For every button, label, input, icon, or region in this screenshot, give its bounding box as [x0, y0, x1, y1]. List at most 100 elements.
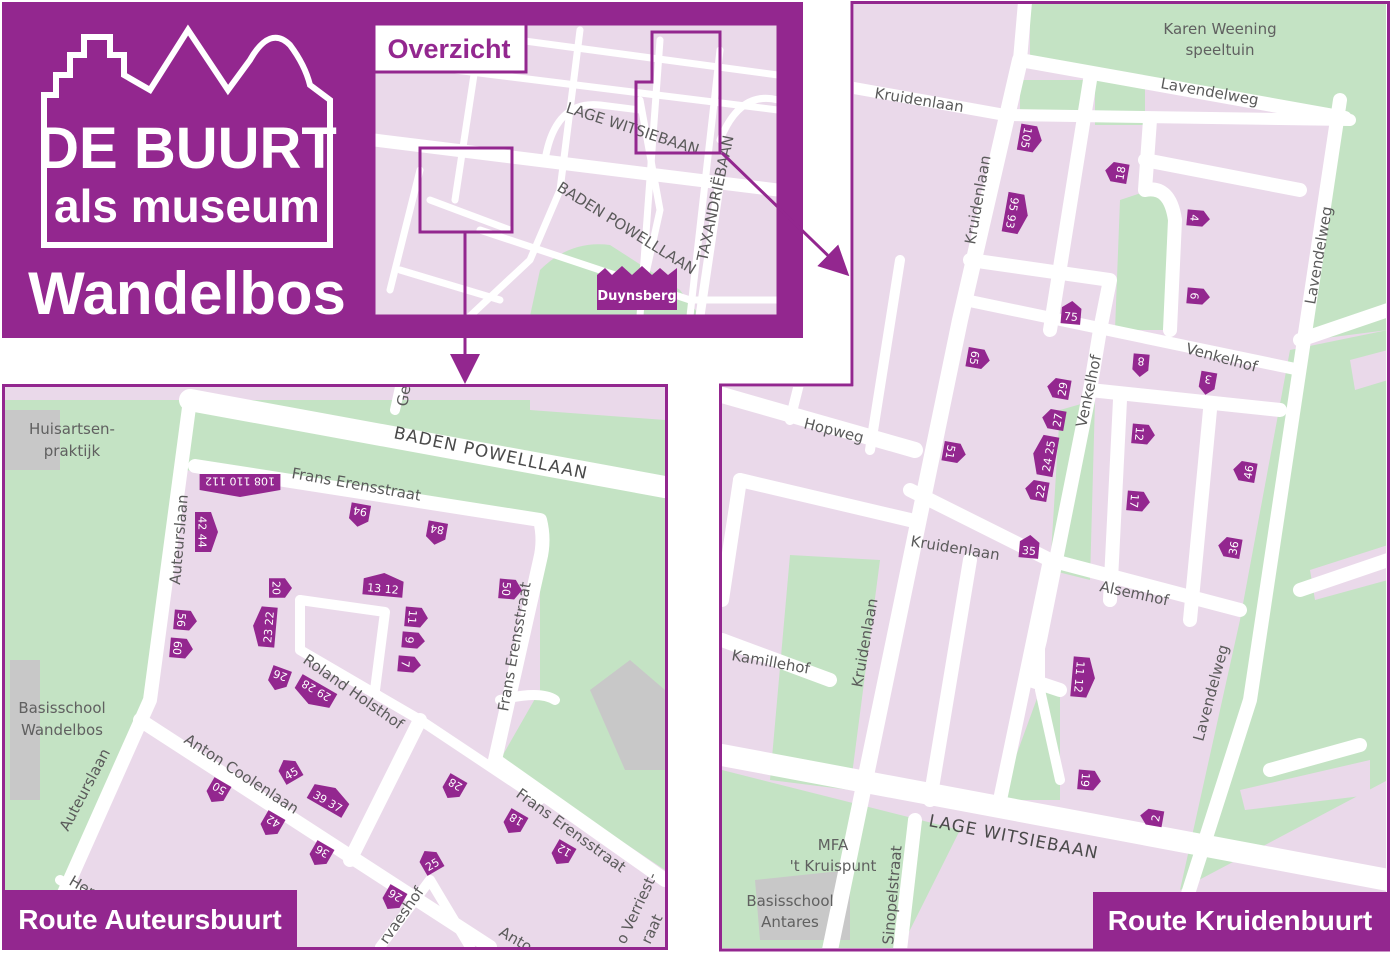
house-marker[interactable]: 4 [1186, 209, 1210, 227]
house-number: 25 [423, 856, 442, 874]
house-marker[interactable]: 29 [1046, 377, 1072, 401]
house-icon [1042, 408, 1067, 432]
house-icon [551, 839, 577, 864]
place-speeltuin-1: Karen Weening [1163, 20, 1276, 38]
house-marker[interactable]: 35 [1018, 534, 1041, 559]
house-number: 29 [1055, 381, 1070, 397]
route-auteursbuurt-label-box [5, 890, 297, 948]
place-huisarts-2: praktijk [44, 442, 101, 460]
house-icon [348, 502, 372, 527]
house-marker[interactable]: 7 [397, 655, 421, 673]
place-antares-2: Antares [761, 913, 819, 931]
house-number: 105 [1018, 126, 1034, 149]
house-icon [1060, 301, 1082, 325]
house-number: 24 25 [1040, 440, 1058, 473]
house-marker[interactable]: 25 [416, 846, 445, 876]
duynsberg-label: Duynsberg [597, 289, 676, 304]
house-marker[interactable]: 13 12 [362, 571, 404, 598]
house-icon [253, 606, 278, 648]
house-icon [401, 631, 425, 649]
house-icon [1126, 490, 1150, 512]
house-number: 26 [386, 886, 405, 904]
house-number: 11 [405, 609, 419, 624]
house-marker[interactable]: 45 [275, 755, 304, 785]
house-marker[interactable]: 36 [1217, 536, 1243, 560]
street-fragment-ge: Ge [393, 384, 414, 408]
house-number: 23 22 [261, 611, 277, 644]
house-number: 17 [1127, 493, 1141, 508]
house-marker[interactable]: 27 [1041, 408, 1067, 432]
house-marker[interactable]: 23 22 [251, 606, 278, 648]
house-marker[interactable]: 84 [425, 520, 449, 546]
house-marker[interactable]: 8 [1132, 353, 1150, 377]
house-icon [1077, 769, 1101, 791]
house-number: 22 [1033, 483, 1048, 499]
overview-title: Overzicht [387, 34, 510, 64]
house-number: 60 [170, 640, 184, 655]
house-number: 50 [210, 779, 229, 797]
house-number: 6 [1187, 292, 1201, 300]
logo-line2: als museum [54, 180, 320, 232]
route-kruidenbuurt-label-box [1093, 892, 1387, 949]
route-auteursbuurt-label: Route Auteursbuurt [18, 904, 281, 935]
house-icon [268, 665, 292, 691]
house-marker[interactable]: 51 [941, 440, 967, 464]
house-marker[interactable]: 56 [173, 609, 198, 632]
house-number: 46 [1241, 464, 1256, 480]
header-panel: DE BUURT als museum Wandelbos LAGE WITSI… [2, 2, 803, 338]
house-marker[interactable]: 26 [379, 884, 408, 914]
house-number: 36 [1226, 540, 1241, 556]
house-marker[interactable]: 42 [257, 810, 286, 840]
house-marker[interactable]: 18 [500, 808, 529, 838]
house-marker[interactable]: 94 [348, 502, 372, 528]
house-icon [309, 840, 335, 865]
place-school-2: Wandelbos [21, 721, 103, 739]
house-number: 26 [272, 667, 290, 684]
house-marker[interactable]: 26 [266, 665, 292, 693]
house-marker[interactable]: 9 [401, 631, 425, 649]
house-marker[interactable]: 75 [1060, 300, 1083, 325]
house-icon [425, 520, 449, 545]
house-marker[interactable]: 36 [306, 840, 335, 870]
house-marker[interactable]: 50 [498, 578, 523, 601]
house-icon [1018, 535, 1040, 559]
house-icon [382, 884, 408, 909]
house-number: 18 [1113, 165, 1128, 181]
house-marker[interactable]: 108 110 112 [199, 474, 281, 497]
house-icon [1047, 377, 1072, 401]
house-icon [498, 578, 522, 600]
house-marker[interactable]: 11 [404, 606, 429, 629]
house-number: 27 [1050, 412, 1065, 428]
house-icon [1186, 287, 1210, 305]
house-marker[interactable]: 50 [203, 777, 232, 807]
house-marker[interactable]: 46 [1232, 460, 1258, 484]
house-marker[interactable]: 19 [1077, 769, 1102, 792]
house-marker[interactable]: 20 [269, 578, 292, 598]
house-marker[interactable]: 12 [1131, 423, 1156, 446]
house-marker[interactable]: 11 12 [1070, 656, 1096, 698]
house-marker[interactable]: 42 44 [195, 512, 218, 552]
house-marker[interactable]: 28 [439, 773, 468, 803]
house-number: 75 [1063, 310, 1078, 324]
house-marker[interactable]: 2 [1139, 808, 1165, 828]
house-marker[interactable]: 95 93 [1001, 191, 1032, 235]
house-marker[interactable]: 12 [548, 839, 577, 869]
map-auteursbuurt[interactable]: Huisartsen- praktijk Basisschool Wandelb… [2, 384, 668, 956]
house-marker[interactable]: 105 [1016, 123, 1044, 154]
house-icon [260, 810, 286, 835]
house-marker[interactable]: 22 [1024, 479, 1050, 503]
house-marker[interactable]: 6 [1186, 287, 1210, 305]
house-marker[interactable]: 3 [1198, 370, 1218, 396]
house-marker[interactable]: 24 25 [1030, 434, 1060, 478]
map-kruidenbuurt[interactable]: Karen Weening speeltuin MFA 't Kruispunt… [719, 1, 1390, 952]
house-icon [1218, 536, 1243, 560]
house-icon [503, 808, 529, 833]
house-marker[interactable]: 17 [1126, 490, 1151, 513]
house-marker[interactable]: 60 [169, 637, 194, 660]
place-mfa-2: 't Kruispunt [790, 857, 877, 875]
logo: DE BUURT als museum Wandelbos [28, 24, 346, 327]
house-number: 2 [1149, 814, 1163, 823]
house-marker[interactable]: 18 [1104, 161, 1130, 185]
house-marker[interactable]: 65 [965, 346, 991, 370]
overview-box-kruidenbuurt[interactable] [634, 30, 722, 155]
